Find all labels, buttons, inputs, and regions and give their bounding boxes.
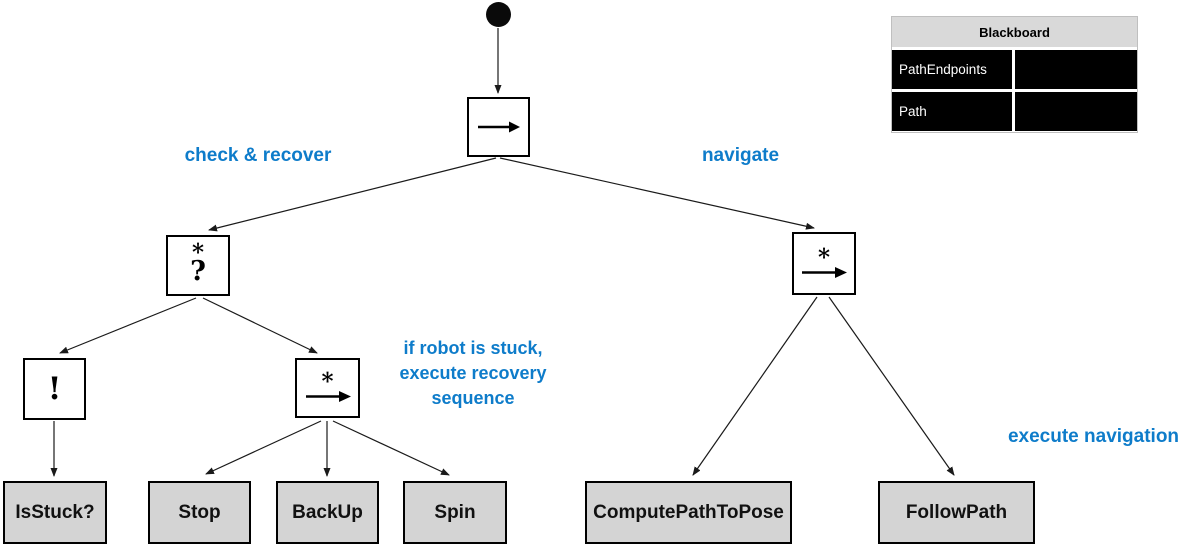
edge-recoveryseq-to-stop	[205, 420, 322, 475]
root-sequence-node	[467, 97, 530, 157]
sequence-arrow-icon	[477, 121, 520, 133]
leaf-backup: BackUp	[276, 481, 379, 544]
edge-fallback-to-recoveryseq	[202, 297, 318, 354]
edge-rootseq-to-navseq	[499, 157, 815, 230]
leaf-stop: Stop	[148, 481, 251, 544]
annotation-execute-navigation: execute navigation	[1007, 426, 1180, 447]
leaf-computepathtopose: ComputePathToPose	[585, 481, 792, 544]
memory-star-glyph: *	[817, 243, 831, 271]
blackboard-value-path	[1015, 92, 1137, 131]
blackboard-title: Blackboard	[892, 17, 1137, 47]
fallback-with-memory-node: * ?	[166, 235, 230, 296]
inverter-bang-glyph: !	[47, 371, 62, 407]
annotation-recovery-note: if robot is stuck, execute recovery sequ…	[399, 338, 547, 408]
edge-navseq-to-followpath	[828, 296, 955, 476]
sequence-arrow-icon	[802, 266, 847, 278]
sequence-arrow-icon	[305, 391, 351, 402]
annotation-check-recover: check & recover	[184, 145, 332, 166]
blackboard-key-path: Path	[892, 92, 1012, 131]
blackboard-value-pathendpoints	[1015, 50, 1137, 89]
inverter-node: !	[23, 358, 86, 420]
edge-recoveryseq-to-spin	[332, 420, 450, 476]
table-row: Path	[892, 92, 1137, 131]
table-row: PathEndpoints	[892, 50, 1137, 89]
leaf-followpath: FollowPath	[878, 481, 1035, 544]
edge-navseq-to-computepath	[692, 296, 818, 476]
annotation-navigate: navigate	[701, 145, 780, 166]
leaf-isstuck: IsStuck?	[3, 481, 107, 544]
memory-star-glyph: *	[321, 368, 334, 395]
blackboard-key-pathendpoints: PathEndpoints	[892, 50, 1012, 89]
fallback-question-glyph: ?	[190, 256, 206, 287]
blackboard-table: Blackboard PathEndpoints Path	[891, 16, 1138, 133]
navigation-sequence-node: *	[792, 232, 856, 295]
root-node	[486, 2, 511, 27]
recovery-sequence-node: *	[295, 358, 360, 418]
edge-rootseq-to-fallback	[208, 157, 497, 232]
edge-fallback-to-inverter	[59, 297, 197, 354]
leaf-spin: Spin	[403, 481, 507, 544]
